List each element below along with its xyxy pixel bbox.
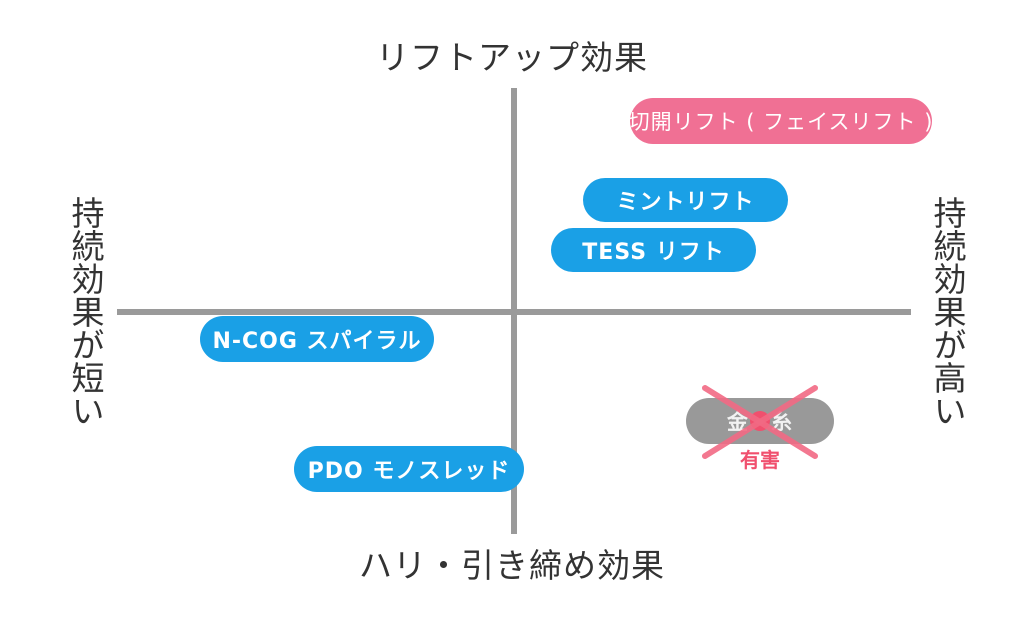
item-pdo-monothread: PDO モノスレッド [294, 446, 524, 492]
axis-label-left: 持続効果が短い [66, 196, 105, 427]
axis-label-bottom: ハリ・引き締め効果 [359, 546, 665, 585]
item-mint-lift: ミントリフト [583, 178, 788, 222]
axis-label-top: リフトアップ効果 [376, 38, 648, 77]
item-tess-lift: TESS リフト [551, 228, 756, 272]
harmful-label: 有害 [740, 448, 780, 472]
item-incision-lift: 切開リフト ( フェイスリフト ) [629, 98, 932, 144]
warning-dot-icon [750, 411, 770, 431]
horizontal-axis-line [117, 309, 911, 315]
item-ncog-spiral: N-COG スパイラル [200, 316, 434, 362]
axis-label-right: 持続効果が高い [928, 196, 967, 427]
